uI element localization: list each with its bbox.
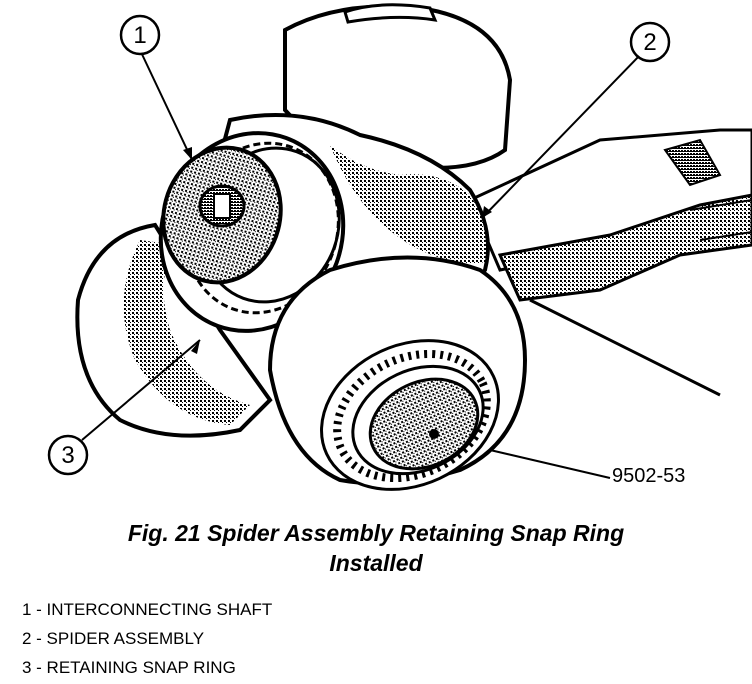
legend-item-1: 1 - INTERCONNECTING SHAFT [22,600,273,619]
callout-3: 3 [47,434,89,476]
callout-2: 2 [629,21,671,63]
housing-arm [468,128,752,397]
parts-legend: 1 - INTERCONNECTING SHAFT 2 - SPIDER ASS… [22,595,272,682]
callout-1-label: 1 [133,22,146,49]
leader-lines [81,49,641,479]
figure-caption-line-2: Installed [329,550,423,576]
figure-caption-line-1: Fig. 21 Spider Assembly Retaining Snap R… [127,520,625,546]
figure-reference-code: 9502-53 [612,465,685,487]
spider-assembly-illustration: 1 2 3 9502-53 [47,3,752,491]
right-trunnion-roller [267,255,528,491]
legend-item-2: 2 - SPIDER ASSEMBLY [22,629,205,648]
callout-3-label: 3 [61,442,74,469]
legend-item-3: 3 - RETAINING SNAP RING [22,658,236,677]
callout-2-label: 2 [643,29,656,56]
callout-1: 1 [119,14,161,56]
interconnecting-shaft-face [161,145,283,285]
figure-caption: Fig. 21 Spider Assembly Retaining Snap R… [0,518,752,578]
